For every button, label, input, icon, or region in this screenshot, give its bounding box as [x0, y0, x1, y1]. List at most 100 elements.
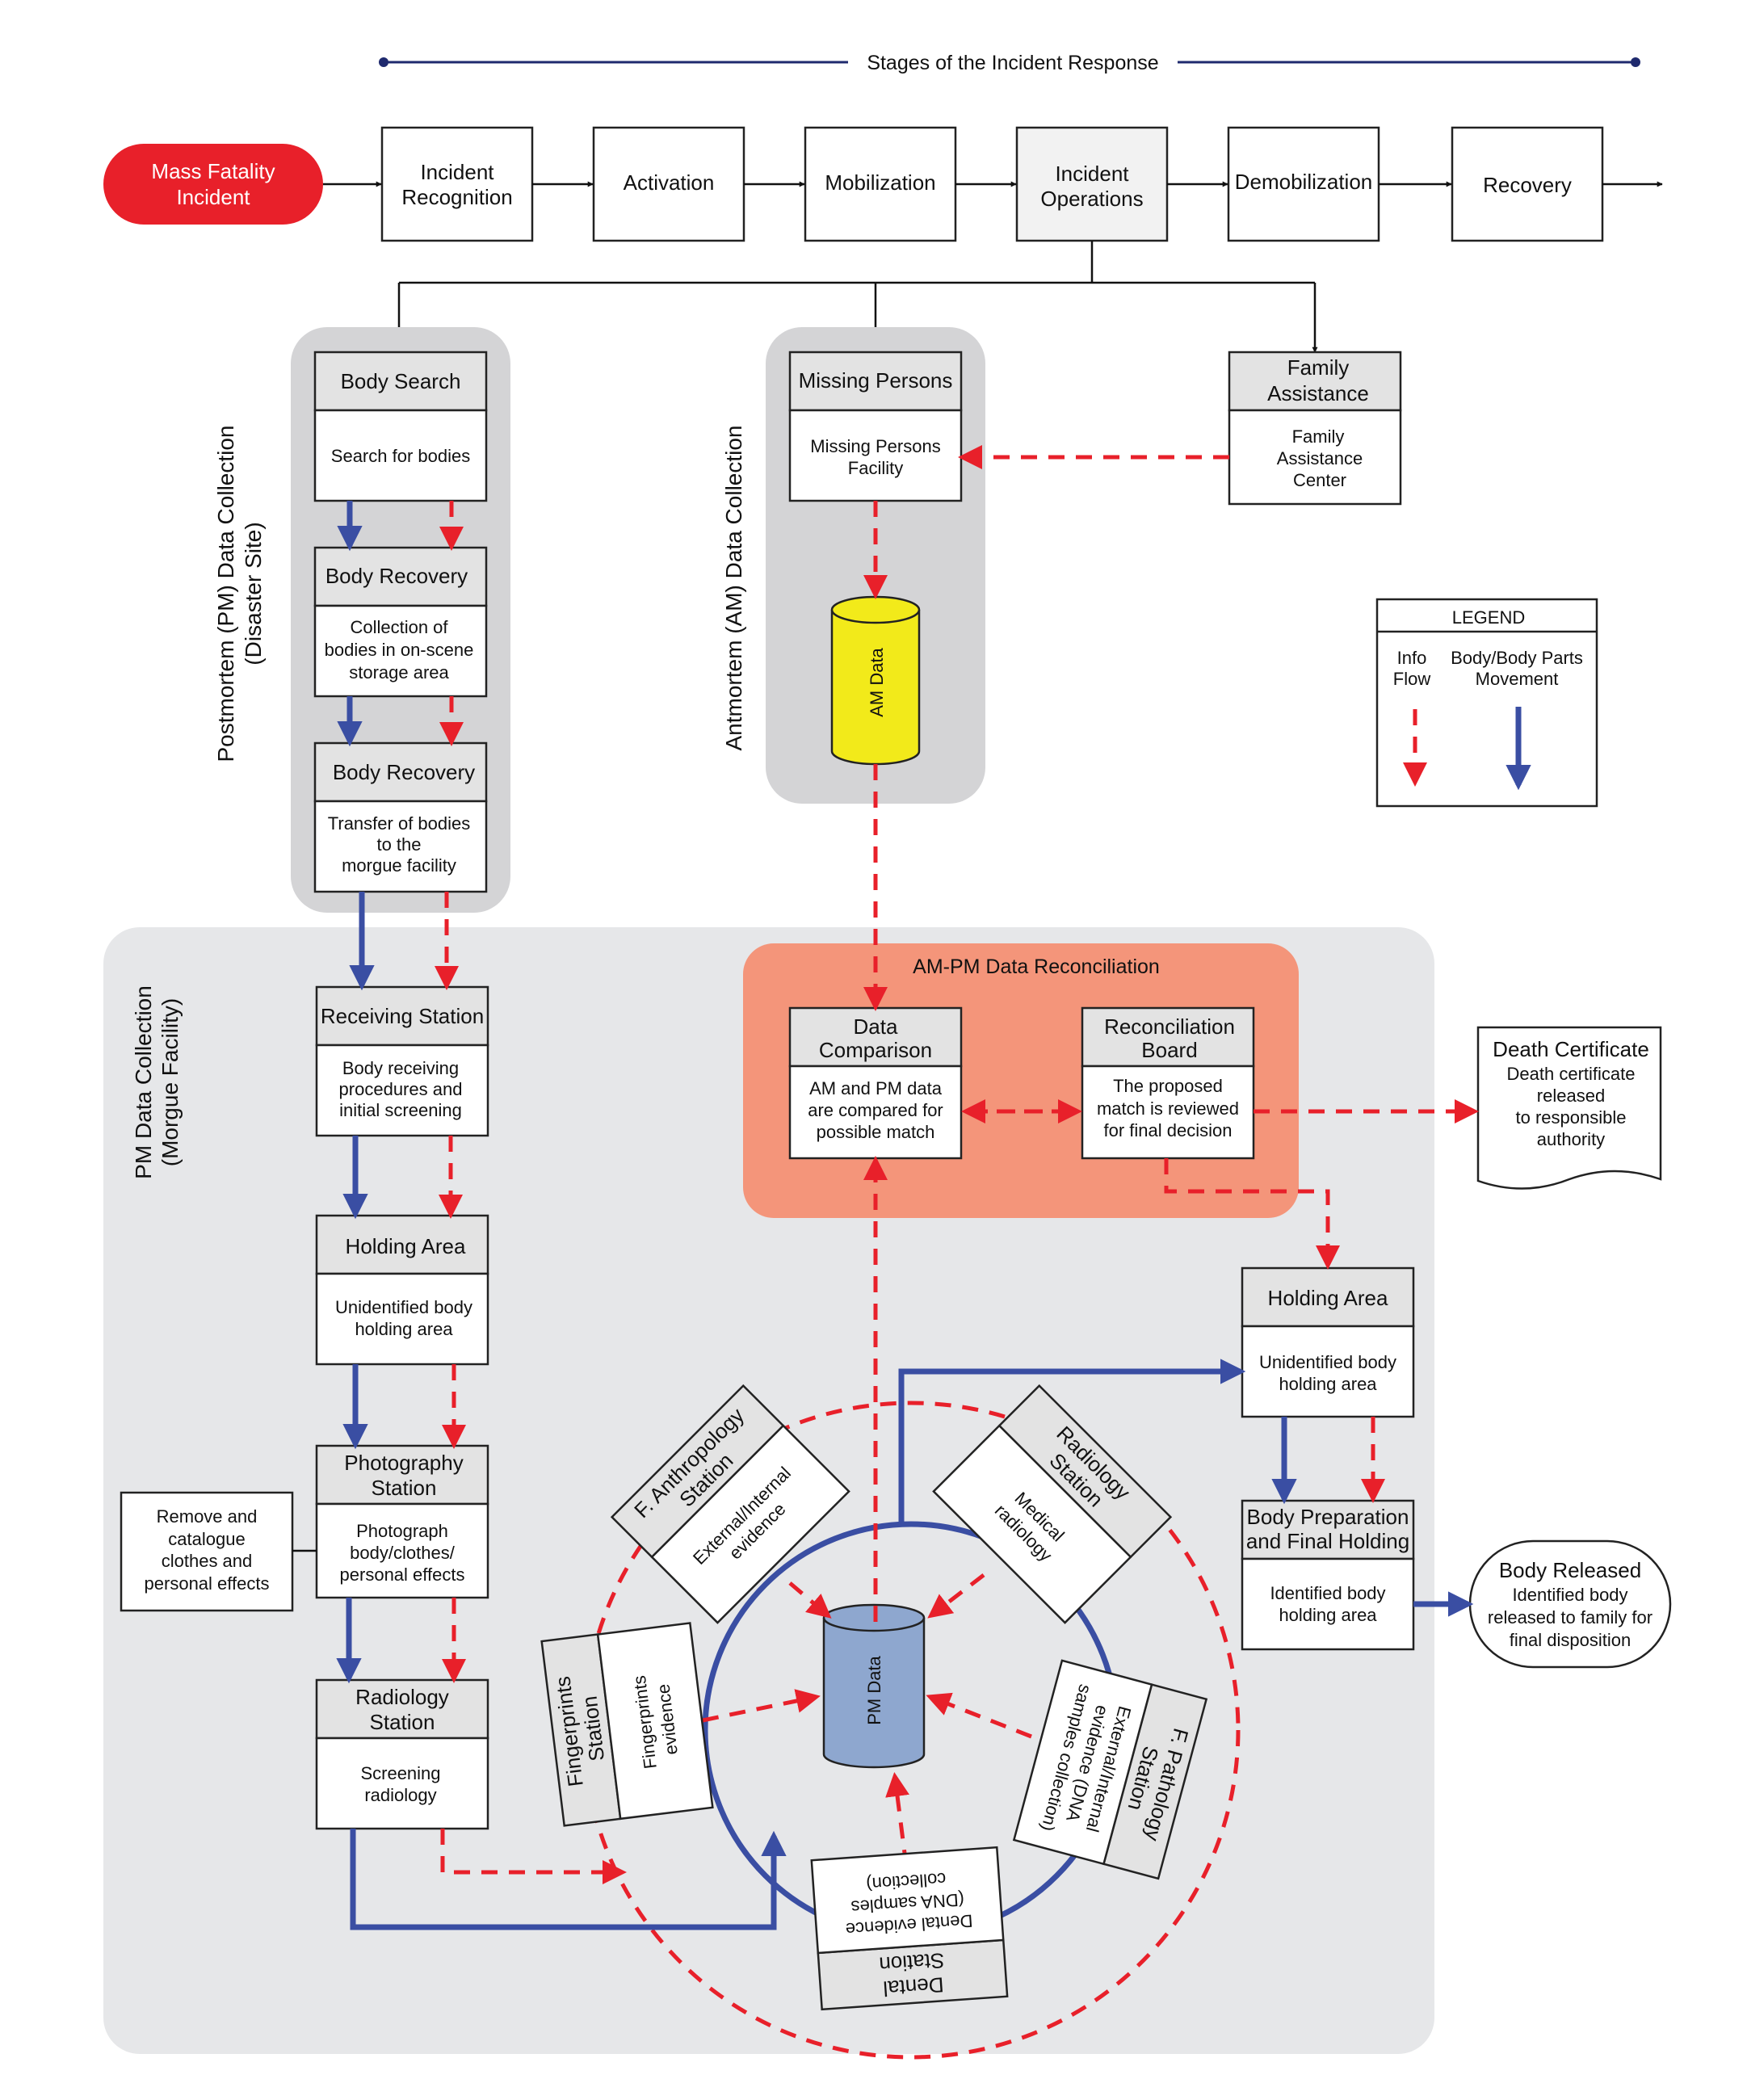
receiving-title: Receiving Station — [321, 1004, 484, 1028]
body-released-line3: final disposition — [1510, 1630, 1631, 1650]
info-flow-arrows — [435, 445, 1479, 1884]
death-certificate-line4: authority — [1537, 1129, 1605, 1149]
photography-line3: personal effects — [340, 1564, 465, 1585]
body-search-title: Body Search — [341, 369, 461, 393]
morgue-side-label-1: PM Data Collection — [131, 985, 156, 1179]
photography-title2: Station — [372, 1476, 437, 1500]
pm-side-label-2: (Disaster Site) — [241, 522, 266, 665]
board-title1: Reconciliation — [1104, 1014, 1235, 1039]
missing-persons-box: Missing Persons Missing Persons Facility — [788, 351, 963, 502]
stage-operations-line2: Operations — [1040, 187, 1143, 211]
board-line3: for final decision — [1104, 1120, 1233, 1140]
family-assistance-line3: Center — [1293, 470, 1346, 490]
family-assistance-box: Family Assistance Family Assistance Cent… — [1228, 351, 1402, 506]
family-assistance-line2: Assistance — [1277, 448, 1363, 468]
holding-left-line2: holding area — [355, 1319, 453, 1339]
pm-side-label-1: Postmortem (PM) Data Collection — [213, 425, 238, 762]
stages-row: Mass Fatality Incident Incident Recognit… — [103, 126, 1663, 242]
receiving-station-box: Receiving Station Body receiving procedu… — [315, 985, 489, 1137]
stage-demobilization-label: Demobilization — [1235, 170, 1373, 194]
body-prep-title2: and Final Holding — [1246, 1529, 1409, 1553]
photography-station-box: Photography Station Photograph body/clot… — [315, 1444, 489, 1599]
stage-incident-recognition — [380, 126, 534, 242]
pm-data-label: PM Data — [864, 1655, 884, 1724]
body-recovery-2-line1: Transfer of bodies — [328, 813, 471, 834]
morgue-side-label-2: (Morgue Facility) — [157, 998, 183, 1166]
data-comparison-line2: are compared for — [808, 1100, 943, 1120]
body-recovery-1-line1: Collection of — [350, 617, 448, 637]
photography-line1: Photograph — [356, 1521, 448, 1541]
stage-demobilization — [1227, 126, 1380, 242]
photography-title1: Photography — [344, 1451, 463, 1475]
radiology-title2: Station — [370, 1710, 435, 1734]
data-comparison-title2: Comparison — [819, 1038, 932, 1062]
data-comparison-box: Data Comparison AM and PM data are compa… — [788, 1006, 963, 1160]
death-certificate-line2: released — [1537, 1086, 1605, 1106]
data-comparison-title1: Data — [854, 1014, 898, 1039]
holding-left-line1: Unidentified body — [335, 1297, 472, 1317]
board-line2: match is reviewed — [1097, 1098, 1239, 1119]
am-data-label: AM Data — [867, 647, 887, 716]
remove-note-line3: clothes and — [162, 1551, 253, 1571]
stage-incident-operations — [1015, 126, 1169, 242]
legend-body-line2: Movement — [1476, 669, 1559, 689]
photography-line2: body/clothes/ — [350, 1543, 456, 1563]
radiology-line2: radiology — [364, 1785, 436, 1805]
body-recovery-collection-box: Body Recovery Collection of bodies in on… — [313, 546, 488, 698]
receiving-line1: Body receiving — [342, 1058, 459, 1078]
pm-data-inflows — [702, 1573, 1032, 1867]
body-released-line1: Identified body — [1512, 1585, 1627, 1605]
radiology-title1: Radiology — [355, 1685, 449, 1709]
holding-right-title: Holding Area — [1268, 1286, 1388, 1310]
radiology-station-box: Radiology Station Screening radiology — [315, 1678, 489, 1830]
stage-recognition-line1: Incident — [420, 160, 494, 184]
family-assistance-line1: Family — [1292, 426, 1345, 447]
dental-title2: Station — [879, 1948, 946, 1977]
remove-note-line4: personal effects — [145, 1573, 270, 1594]
pathology-station: F. Pathology Station External/Internal e… — [1012, 1659, 1208, 1880]
legend: LEGEND Info Flow Body/Body Parts Movemen… — [1375, 598, 1598, 808]
stage-incident-line1: Mass Fatality — [151, 159, 275, 183]
stage-recognition-line2: Recognition — [401, 185, 512, 209]
stage-operations-line1: Incident — [1055, 162, 1129, 186]
stage-activation — [592, 126, 745, 242]
body-recovery-1-title: Body Recovery — [325, 564, 468, 588]
legend-body-line1: Body/Body Parts — [1451, 648, 1583, 668]
body-recovery-2-line2: to the — [376, 834, 421, 855]
am-side-label: Antmortem (AM) Data Collection — [721, 425, 746, 750]
missing-persons-title: Missing Persons — [799, 368, 953, 393]
am-data-cylinder: AM Data — [830, 595, 921, 766]
stage-mobilization — [804, 126, 957, 242]
receiving-line3: initial screening — [339, 1100, 462, 1120]
stage-activation-label: Activation — [624, 170, 715, 195]
remove-note-line1: Remove and — [157, 1506, 258, 1527]
fingerprints-station: Fingerprints Station Fingerprints eviden… — [540, 1622, 714, 1827]
body-movement-arrows — [336, 501, 1474, 1930]
legend-info-line1: Info — [1397, 648, 1427, 668]
body-recovery-1-line2: bodies in on-scene — [325, 640, 474, 660]
mass-fatality-incident-pill — [103, 144, 323, 225]
death-certificate-document: Death Certificate Death certificate rele… — [1476, 1026, 1662, 1190]
family-assistance-title1: Family — [1287, 355, 1350, 380]
radiology-line1: Screening — [360, 1763, 440, 1783]
holding-left-title: Holding Area — [346, 1234, 466, 1258]
body-recovery-1-line3: storage area — [349, 662, 449, 682]
remove-note-line2: catalogue — [168, 1529, 245, 1549]
dental-station: Dental Station Dental evidence (DNA samp… — [810, 1846, 1009, 2011]
death-certificate-line1: Death certificate — [1507, 1064, 1636, 1084]
death-certificate-title: Death Certificate — [1493, 1037, 1649, 1061]
body-preparation-box: Body Preparation and Final Holding Ident… — [1241, 1499, 1415, 1651]
body-recovery-2-title: Body Recovery — [333, 760, 475, 784]
missing-persons-line2: Facility — [848, 458, 903, 478]
stage-incident-line2: Incident — [176, 185, 250, 209]
board-line1: The proposed — [1113, 1076, 1223, 1096]
body-released-title: Body Released — [1499, 1558, 1641, 1582]
body-released-terminal: Body Released Identified body released t… — [1468, 1539, 1672, 1669]
stages-header-label: Stages of the Incident Response — [867, 52, 1158, 74]
reconciliation-board-box: Reconciliation Board The proposed match … — [1081, 1006, 1255, 1160]
holding-right-line2: holding area — [1279, 1374, 1377, 1394]
receiving-line2: procedures and — [339, 1079, 463, 1099]
body-recovery-transfer-box: Body Recovery Transfer of bodies to the … — [313, 741, 488, 893]
holding-area-right-box: Holding Area Unidentified body holding a… — [1241, 1266, 1415, 1418]
